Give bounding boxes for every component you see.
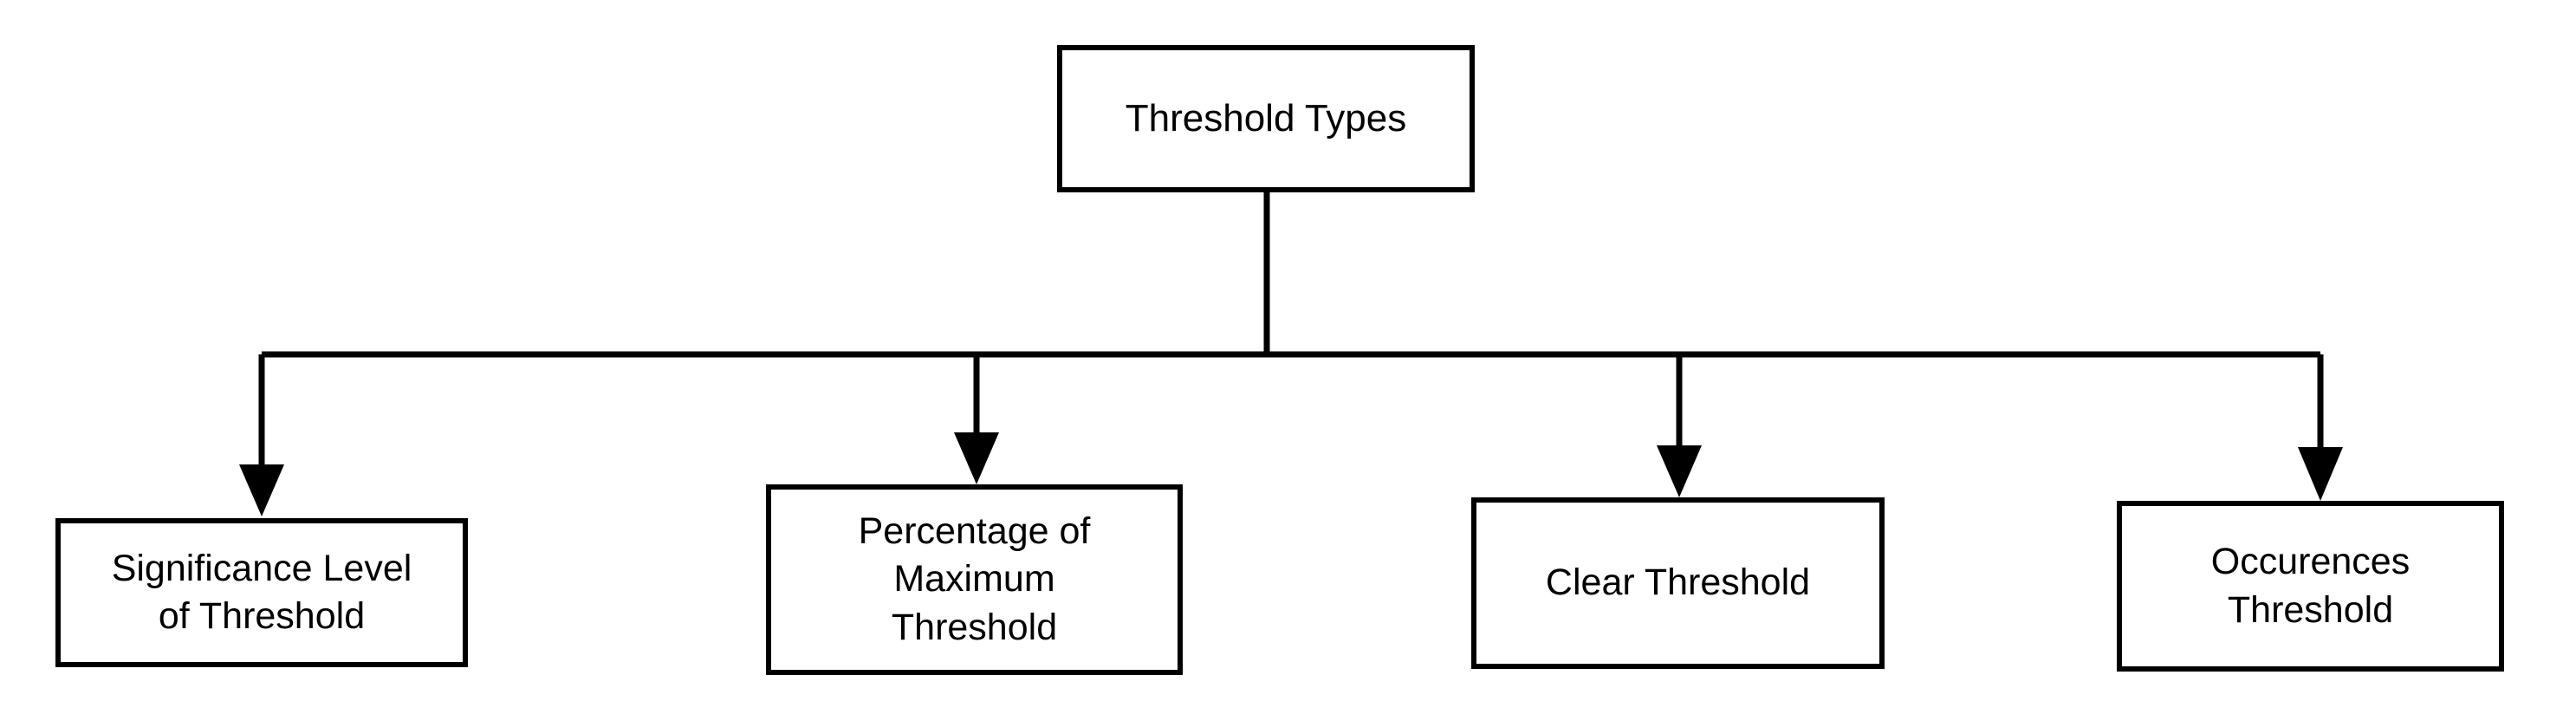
- node-label-clear-threshold: Clear Threshold: [1545, 561, 1811, 604]
- node-clear-threshold[interactable]: Clear Threshold: [1471, 497, 1885, 669]
- arrowhead-percentage-of-maximum-threshold: [954, 432, 999, 484]
- node-significance-level-of-threshold[interactable]: Significance Level of Threshold: [55, 518, 468, 667]
- node-label-threshold-types: Threshold Types: [1125, 96, 1407, 140]
- node-label-percentage-of-maximum-threshold: Percentage of Maximum Threshold: [858, 510, 1091, 648]
- node-percentage-of-maximum-threshold[interactable]: Percentage of Maximum Threshold: [766, 484, 1183, 675]
- node-label-significance-level-of-threshold: Significance Level of Threshold: [111, 547, 412, 637]
- node-occurences-threshold[interactable]: Occurences Threshold: [2117, 501, 2504, 672]
- arrowhead-significance-level-of-threshold: [239, 464, 284, 516]
- node-label-occurences-threshold: Occurences Threshold: [2210, 541, 2411, 631]
- arrowhead-clear-threshold: [1657, 445, 1702, 497]
- arrowhead-occurences-threshold: [2298, 447, 2343, 501]
- node-threshold-types[interactable]: Threshold Types: [1057, 45, 1475, 192]
